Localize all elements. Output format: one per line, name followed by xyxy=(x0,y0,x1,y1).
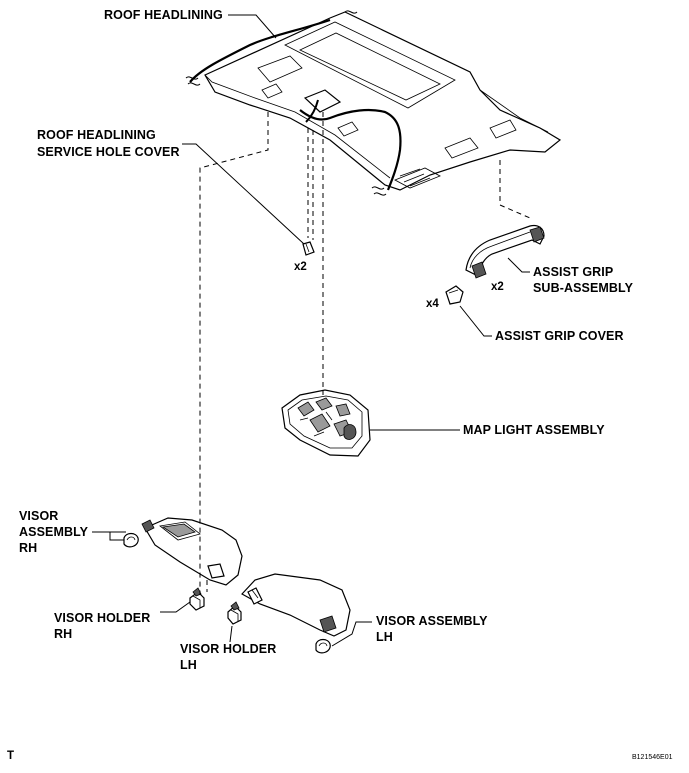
qty-service-hole-cover: x2 xyxy=(294,261,307,273)
leader-lines xyxy=(92,14,530,647)
label-visor-rh-line1: VISOR xyxy=(19,509,58,523)
corner-mark: T xyxy=(7,750,14,762)
roof-headlining-part xyxy=(185,10,562,196)
visor-holder-rh-part xyxy=(189,587,205,611)
visor-holder-lh-part xyxy=(227,601,242,625)
installation-dash-lines xyxy=(199,112,531,595)
label-visor-lh-line1: VISOR ASSEMBLY xyxy=(376,614,488,628)
label-service-hole-cover-line2: SERVICE HOLE COVER xyxy=(37,145,180,159)
figure-id: B121546E01 xyxy=(632,754,673,761)
label-visor-holder-lh-line1: VISOR HOLDER xyxy=(180,642,276,656)
label-service-hole-cover-line1: ROOF HEADLINING xyxy=(37,128,156,142)
label-visor-rh-line3: RH xyxy=(19,541,37,555)
label-assist-grip-cover: ASSIST GRIP COVER xyxy=(495,329,624,343)
label-map-light-assembly: MAP LIGHT ASSEMBLY xyxy=(463,423,605,437)
label-roof-headlining: ROOF HEADLINING xyxy=(104,8,223,22)
label-visor-holder-rh-line1: VISOR HOLDER xyxy=(54,611,150,625)
qty-assist-grip-cover: x4 xyxy=(426,298,439,310)
label-visor-holder-lh-line2: LH xyxy=(180,658,197,672)
label-assist-grip-line1: ASSIST GRIP xyxy=(533,265,613,279)
service-hole-cover-part xyxy=(302,241,315,256)
map-light-assembly-part xyxy=(281,389,371,457)
visor-lh-part xyxy=(241,573,351,654)
label-visor-rh-line2: ASSEMBLY xyxy=(19,525,89,539)
qty-assist-grip: x2 xyxy=(491,281,504,293)
assist-grip-part xyxy=(465,224,545,279)
label-assist-grip-line2: SUB-ASSEMBLY xyxy=(533,281,634,295)
label-visor-lh-line2: LH xyxy=(376,630,393,644)
visor-rh-part xyxy=(123,517,243,586)
label-visor-holder-rh-line2: RH xyxy=(54,627,72,641)
assist-grip-cover-part xyxy=(445,285,464,305)
